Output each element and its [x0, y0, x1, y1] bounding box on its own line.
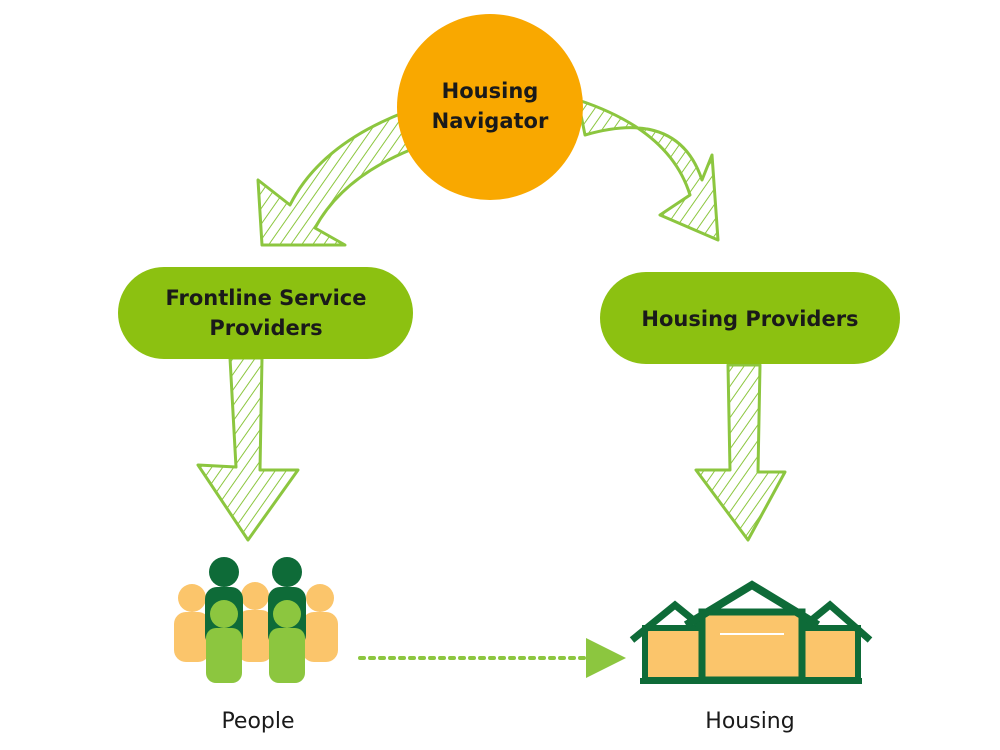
housing-providers-label: Housing Providers: [641, 307, 858, 331]
navigator-label-line2: Navigator: [432, 109, 549, 133]
frontline-node: Frontline Service Providers: [118, 267, 413, 359]
frontline-label-line2: Providers: [209, 316, 322, 340]
housing-providers-node: Housing Providers: [600, 272, 900, 364]
navigator-circle: [397, 14, 583, 200]
frontline-box: [118, 267, 413, 359]
housing-providers-box: [600, 272, 900, 364]
housing-caption: Housing: [705, 709, 794, 734]
arrow-navigator-to-housing-providers: [576, 98, 720, 242]
arrow-navigator-to-frontline: [256, 110, 412, 247]
navigator-node: Housing Navigator: [397, 14, 583, 200]
arrow-housing-providers-to-housing: [694, 363, 787, 542]
frontline-label-line1: Frontline Service: [166, 286, 367, 310]
people-group-icon: [174, 557, 338, 683]
arrow-frontline-to-people: [196, 356, 300, 542]
people-caption: People: [221, 709, 294, 734]
navigator-label-line1: Housing: [442, 79, 539, 103]
houses-icon: [629, 580, 873, 684]
